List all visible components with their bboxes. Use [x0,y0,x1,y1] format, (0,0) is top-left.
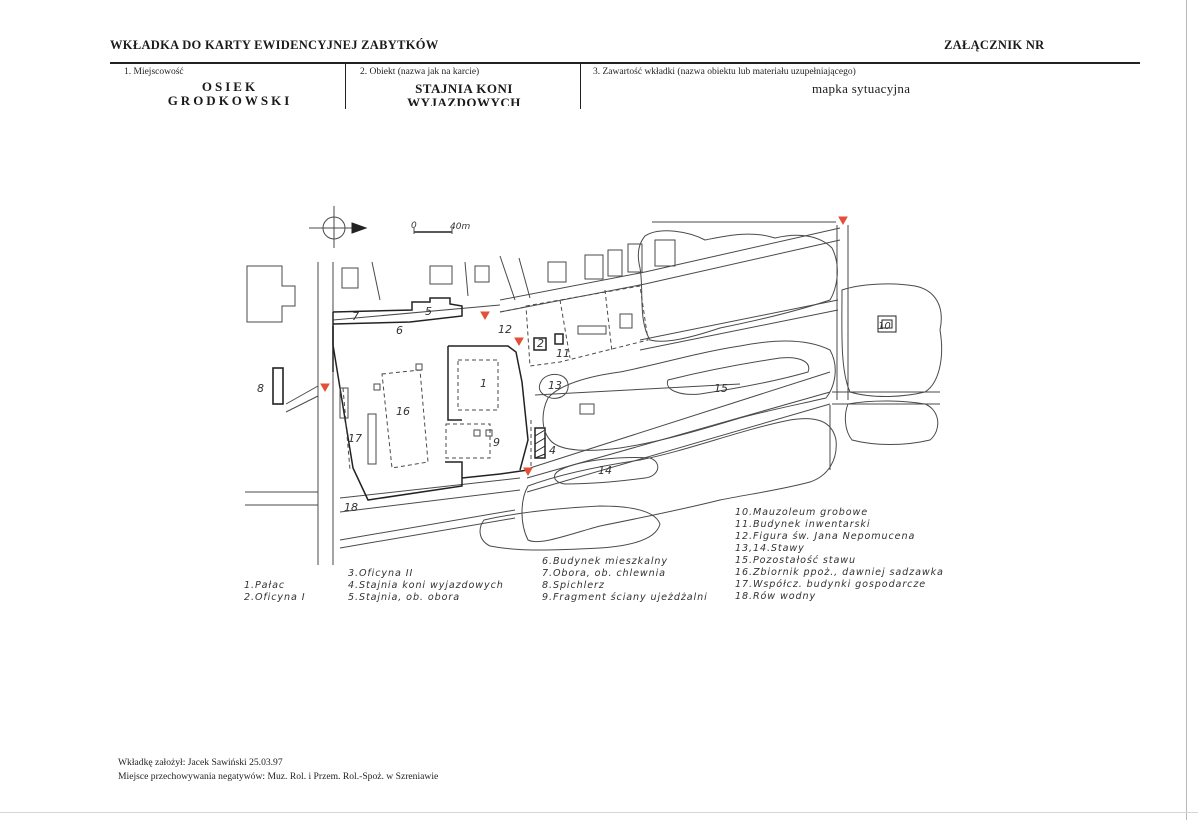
granary-building [272,367,284,405]
label-7: 7 [352,310,359,323]
label-14: 14 [598,464,612,477]
scan-edge-bottom [0,812,1198,813]
attachment-label: ZAŁĄCZNIK NR [944,38,1045,52]
content-value: mapka sytuacyjna [812,81,911,96]
legend-col-2: 3.Oficyna II 4.Stajnia koni wyjazdowych … [348,568,504,604]
label-8: 8 [257,382,264,395]
legend-item: 17.Współcz. budynki gospodarcze [735,579,927,590]
label-12: 12 [498,323,512,336]
legend-item: 8.Spichlerz [542,580,605,591]
legend-item: 12.Figura św. Jana Nepomucena [735,531,916,542]
document-title: WKŁADKA DO KARTY EWIDENCYJNEJ ZABYTKÓW [110,38,439,52]
legend-item: 1.Pałac [244,580,286,591]
label-17: 17 [348,432,362,445]
label-6: 6 [396,324,403,337]
label-2: 2 [537,337,544,350]
table-col-divider-1 [345,63,346,109]
photo-marker-icon [480,311,490,321]
label-11: 11 [556,347,570,360]
footer-storage: Miejsce przechowywania negatywów: Muz. R… [118,771,439,782]
palace-block [246,265,296,323]
label-10: 10 [878,321,891,332]
label-5: 5 [425,305,432,318]
stable-building [534,427,546,459]
pond-13 [538,374,569,399]
outbuildings [341,239,676,415]
photo-marker-icon [320,383,330,393]
building-numbers: 1 2 4 5 6 7 8 9 10 11 12 13 14 15 16 17 … [257,305,891,514]
legend-col-4: 10.Mauzoleum grobowe 11.Budynek inwentar… [735,507,944,603]
legend-item: 3.Oficyna II [348,568,414,579]
place-line-1: OSIEK [201,79,259,94]
table-col-divider-2 [580,63,581,109]
legend-item: 5.Stajnia, ob. obora [348,592,460,603]
object-line-1: STAJNIA KONI [415,82,513,96]
park-area-east [479,230,943,551]
legend-item: 10.Mauzoleum grobowe [735,507,869,518]
yard-markers [339,363,493,465]
scale-end-label: 40m [450,222,470,232]
legend-col-3: 6.Budynek mieszkalny 7.Obora, ob. chlewn… [542,556,708,604]
table-top-border [110,62,1140,64]
label-18: 18 [344,501,358,514]
legend-item: 2.Oficyna I [244,592,306,603]
label-9: 9 [493,436,500,449]
historic-outlines [342,285,649,471]
place-value: OSIEK GRODKOWSKI [140,80,320,108]
photo-marker-icon [838,216,848,226]
place-line-2: GRODKOWSKI [167,93,293,108]
scale-zero-label: 0 [411,221,417,231]
object-value: STAJNIA KONI WYJAZDOWYCH [350,82,578,106]
legend-item: 4.Stajnia koni wyjazdowych [348,580,504,591]
label-15: 15 [714,382,728,395]
legend-item: 18.Rów wodny [735,591,817,602]
label-4: 4 [549,444,556,457]
legend-item: 7.Obora, ob. chlewnia [542,568,666,579]
mausoleum-icon [877,315,897,333]
label-16: 16 [396,405,410,418]
legend-item: 13,14.Stawy [735,543,805,554]
legend-item: 16.Zbiornik ppoż., dawniej sadzawka [735,567,944,578]
footer-author: Wkładkę założył: Jacek Sawiński 25.03.97 [118,757,283,768]
photo-marker-icon [523,467,533,477]
scan-edge-right [1186,0,1187,820]
compass-icon [309,206,368,248]
scale-bar: 0 40m [411,221,470,234]
legend-item: 6.Budynek mieszkalny [542,556,668,567]
legend-item: 11.Budynek inwentarski [735,519,871,530]
place-label: 1. Miejscowość [124,67,184,77]
label-13: 13 [548,379,562,392]
legend-item: 9.Fragment ściany ujeżdżalni [542,592,708,603]
content-label: 3. Zawartość wkładki (nazwa obiektu lub … [593,67,856,77]
farm-yard [332,297,564,501]
label-1: 1 [480,377,487,390]
photo-marker-icon [514,337,524,347]
photo-markers [320,216,848,477]
legend-item: 15.Pozostałość stawu [735,555,856,566]
legend-col-1: 1.Pałac 2.Oficyna I [244,580,305,604]
object-label: 2. Obiekt (nazwa jak na karcie) [360,67,480,77]
object-line-2: WYJAZDOWYCH [407,95,521,107]
